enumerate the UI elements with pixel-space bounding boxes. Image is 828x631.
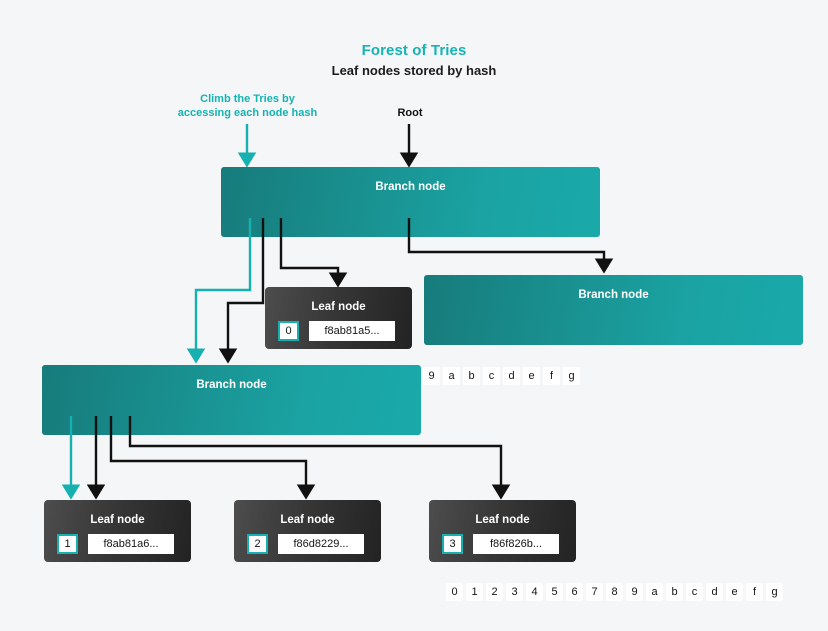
leaf-node-hash: f86d8229... (278, 534, 364, 554)
leaf-node-title: Leaf node (475, 514, 530, 526)
right-branch-nibble-c[interactable]: c (686, 583, 703, 601)
right-branch-nibble-1[interactable]: 1 (466, 583, 483, 601)
leaf-node-hash: f8ab81a6... (88, 534, 174, 554)
root-annotation: Root (370, 106, 450, 120)
root-branch-nibble-c[interactable]: c (483, 367, 500, 385)
leaf-node-fields: 2 f86d8229... (247, 534, 364, 554)
climb-annotation: Climb the Tries by accessing each node h… (150, 92, 345, 120)
right-branch-nibble-a[interactable]: a (646, 583, 663, 601)
root-branch-nibble-9[interactable]: 9 (423, 367, 440, 385)
right-branch-nibble-0[interactable]: 0 (446, 583, 463, 601)
wire-root1-to-left-branch (218, 218, 265, 364)
right-branch-nibble-2[interactable]: 2 (486, 583, 503, 601)
root-branch-nibble-d[interactable]: d (503, 367, 520, 385)
leaf-node-title: Leaf node (90, 514, 145, 526)
right-branch-nibble-4[interactable]: 4 (526, 583, 543, 601)
leaf-node-3[interactable]: Leaf node 3 f86f826b... (429, 500, 576, 562)
leaf-node-0[interactable]: Leaf node 0 f8ab81a5... (265, 287, 412, 349)
page-title: Forest of Tries (361, 42, 467, 59)
leaf-node-2[interactable]: Leaf node 2 f86d8229... (234, 500, 381, 562)
root-branch-nibble-f[interactable]: f (543, 367, 560, 385)
right-branch-nibble-3[interactable]: 3 (506, 583, 523, 601)
leaf-node-key: 3 (442, 534, 463, 554)
wire-root0-to-left-branch (186, 218, 252, 364)
root-branch-nibble-e[interactable]: e (523, 367, 540, 385)
root-branch-nibble-a[interactable]: a (443, 367, 460, 385)
branch-node-title: Branch node (196, 379, 267, 391)
leaf-node-fields: 0 f8ab81a5... (278, 321, 395, 341)
page-subtitle: Leaf nodes stored by hash (331, 63, 497, 78)
branch-node-title: Branch node (375, 181, 446, 193)
root-branch-nibble-g[interactable]: g (563, 367, 580, 385)
right-branch-nibble-f[interactable]: f (746, 583, 763, 601)
right-branch-nibble-5[interactable]: 5 (546, 583, 563, 601)
leaf-node-title: Leaf node (280, 514, 335, 526)
root-branch-nibble-b[interactable]: b (463, 367, 480, 385)
leaf-node-fields: 1 f8ab81a6... (57, 534, 174, 554)
leaf-node-1[interactable]: Leaf node 1 f8ab81a6... (44, 500, 191, 562)
leaf-node-hash: f8ab81a5... (309, 321, 395, 341)
leaf-node-key: 2 (247, 534, 268, 554)
leaf-node-key: 1 (57, 534, 78, 554)
right-branch-nibble-g[interactable]: g (766, 583, 783, 601)
right-branch-nibble-e[interactable]: e (726, 583, 743, 601)
right-branch-nibble-8[interactable]: 8 (606, 583, 623, 601)
right-branch-nibble-9[interactable]: 9 (626, 583, 643, 601)
leaf-node-title: Leaf node (311, 301, 366, 313)
right-branch-nibble-7[interactable]: 7 (586, 583, 603, 601)
right-branch-nibble-6[interactable]: 6 (566, 583, 583, 601)
right-branch-nibble-d[interactable]: d (706, 583, 723, 601)
right-branch-nibble-b[interactable]: b (666, 583, 683, 601)
climb-annotation-line2: accessing each node hash (177, 107, 318, 119)
leaf-node-key: 0 (278, 321, 299, 341)
root-annotation-label: Root (397, 107, 423, 119)
branch-node-title: Branch node (578, 289, 649, 301)
climb-annotation-line1: Climb the Tries by (200, 93, 295, 105)
leaf-node-hash: f86f826b... (473, 534, 559, 554)
leaf-node-fields: 3 f86f826b... (442, 534, 559, 554)
